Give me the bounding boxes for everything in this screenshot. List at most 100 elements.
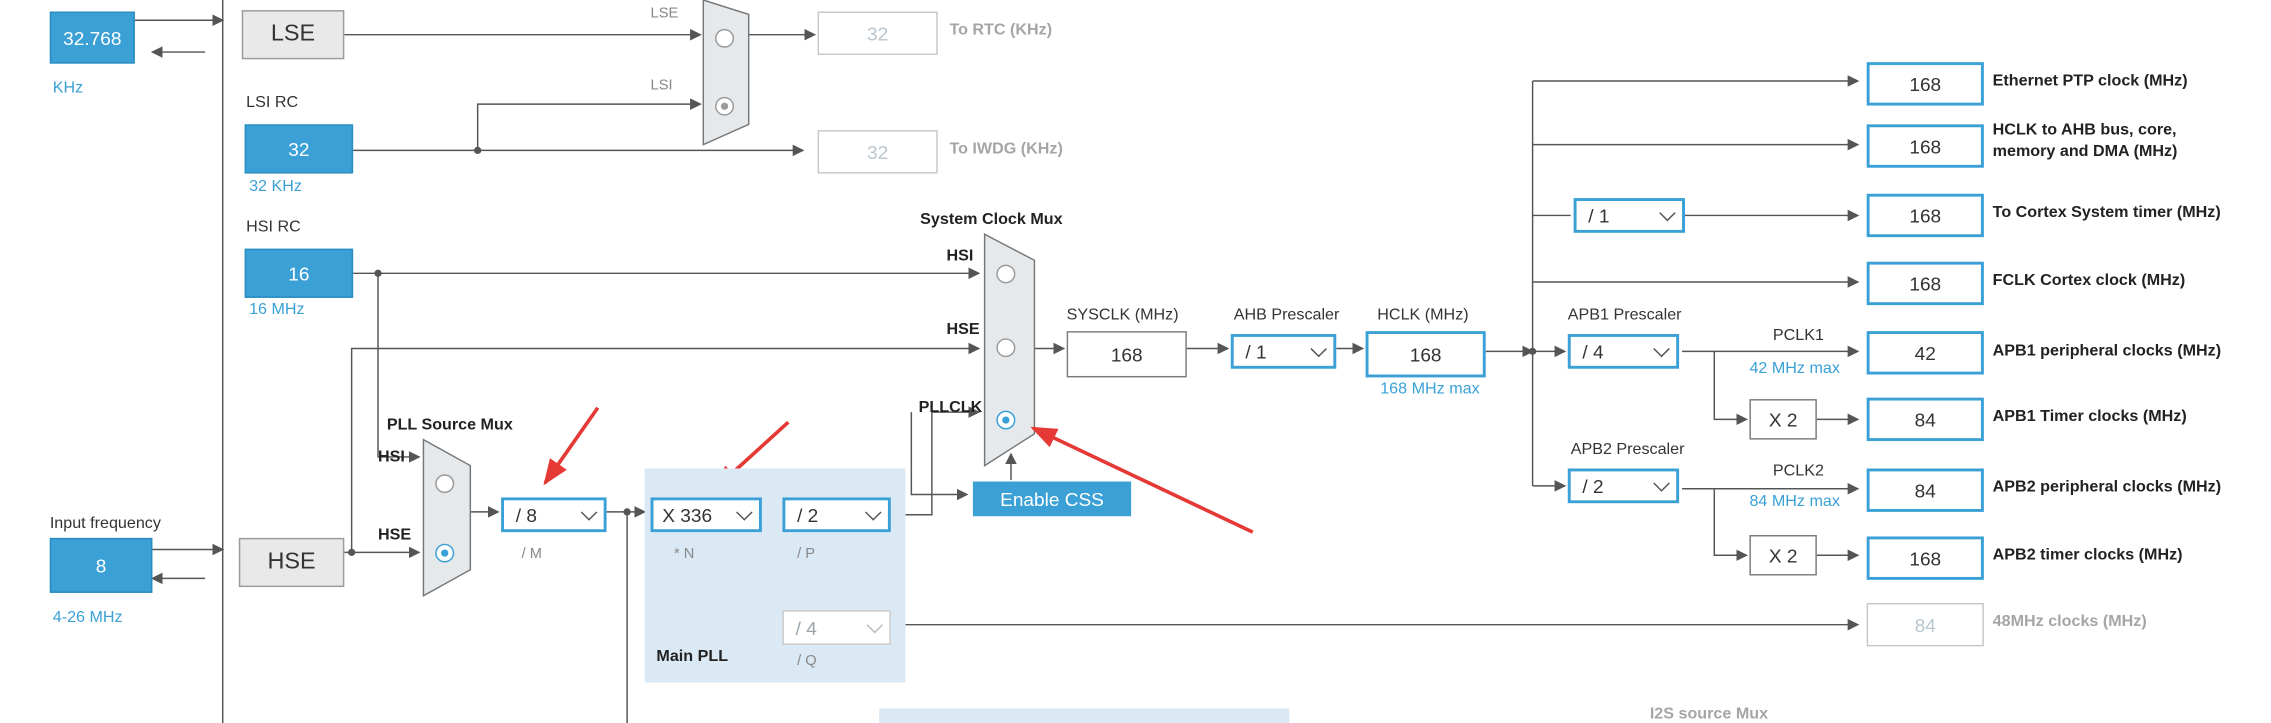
hclk-label: HCLK (MHz) bbox=[1377, 306, 1469, 324]
chevron-down-icon bbox=[1653, 475, 1670, 492]
output-48mhz-value: 84 bbox=[1866, 602, 1984, 647]
output-fclk-label: FCLK Cortex clock (MHz) bbox=[1992, 271, 2186, 290]
hsi-value: 16 bbox=[244, 248, 354, 298]
pllm-label: / M bbox=[521, 546, 542, 563]
pllp-label: / P bbox=[797, 546, 815, 563]
pll-source-mux-hsi-label: HSI bbox=[378, 448, 405, 466]
pllq-select-value: / 4 bbox=[795, 616, 817, 639]
pll-source-hse-radio[interactable] bbox=[435, 543, 455, 563]
plln-select[interactable]: X 336 bbox=[650, 497, 762, 533]
pclk2-label: PCLK2 bbox=[1772, 462, 1824, 481]
sysclk-label: SYSCLK (MHz) bbox=[1066, 306, 1179, 324]
output-hclk-label-line2: memory and DMA (MHz) bbox=[1992, 143, 2178, 161]
pclk1-label: PCLK1 bbox=[1772, 326, 1824, 345]
apb1-prescaler-select[interactable]: / 4 bbox=[1567, 334, 1680, 369]
output-fclk-value[interactable]: 168 bbox=[1866, 261, 1984, 306]
pllp-select-value: / 2 bbox=[797, 503, 819, 526]
lsi-title: LSI RC bbox=[246, 93, 299, 112]
chevron-down-icon bbox=[1310, 340, 1327, 358]
output-apb2-peripheral-value[interactable]: 84 bbox=[1866, 468, 1984, 512]
output-cortex-timer-value[interactable]: 168 bbox=[1866, 193, 1984, 238]
lse-block: LSE bbox=[241, 10, 345, 60]
apb2-timer-multiplier: X 2 bbox=[1749, 535, 1817, 576]
output-apb1-peripheral-value[interactable]: 42 bbox=[1866, 331, 1984, 375]
sys-mux-pll-radio[interactable] bbox=[996, 410, 1016, 430]
output-apb2-timer-value[interactable]: 168 bbox=[1866, 536, 1984, 580]
chevron-down-icon bbox=[864, 504, 882, 521]
output-ethernet-ptp-value[interactable]: 168 bbox=[1866, 62, 1984, 106]
chevron-down-icon bbox=[580, 504, 598, 521]
apb1-timer-multiplier: X 2 bbox=[1749, 399, 1817, 440]
output-hclk-value[interactable]: 168 bbox=[1866, 124, 1984, 168]
hclk-value[interactable]: 168 bbox=[1365, 331, 1486, 378]
pll-source-mux-title: PLL Source Mux bbox=[386, 416, 513, 434]
rtc-mux-lsi-radio[interactable] bbox=[715, 96, 735, 116]
output-48mhz-label: 48MHz clocks (MHz) bbox=[1992, 613, 2147, 631]
ahb-prescaler-label: AHB Prescaler bbox=[1233, 306, 1340, 324]
lse-input-value[interactable]: 32.768 bbox=[49, 11, 135, 64]
apb2-prescaler-value: / 2 bbox=[1582, 475, 1604, 497]
output-apb1-timer-label: APB1 Timer clocks (MHz) bbox=[1992, 407, 2187, 426]
i2s-source-mux-title: I2S source Mux bbox=[1649, 705, 1769, 723]
output-cortex-timer-label: To Cortex System timer (MHz) bbox=[1992, 203, 2221, 222]
iwdg-out-value: 32 bbox=[817, 130, 938, 174]
i2s-panel-edge bbox=[879, 708, 1290, 723]
rtc-mux-lse-radio[interactable] bbox=[715, 28, 735, 48]
pll-source-hsi-radio[interactable] bbox=[435, 474, 455, 494]
cortex-divider-value: / 1 bbox=[1588, 204, 1610, 227]
output-apb1-peripheral-label: APB1 peripheral clocks (MHz) bbox=[1992, 342, 2222, 361]
hsi-freq: 16 MHz bbox=[249, 300, 305, 319]
ahb-prescaler-value: / 1 bbox=[1245, 340, 1267, 363]
lsi-freq: 32 KHz bbox=[249, 177, 302, 196]
hsi-title: HSI RC bbox=[246, 218, 301, 236]
chevron-down-icon bbox=[1653, 340, 1670, 358]
iwdg-out-label: To IWDG (KHz) bbox=[949, 140, 1063, 158]
sys-mux-hse-radio[interactable] bbox=[996, 338, 1016, 358]
pll-source-mux-hse-label: HSE bbox=[378, 526, 412, 544]
pclk2-max: 84 MHz max bbox=[1749, 493, 1840, 511]
plln-label: * N bbox=[673, 546, 695, 563]
ahb-prescaler-select[interactable]: / 1 bbox=[1230, 334, 1337, 369]
sysclk-value: 168 bbox=[1066, 331, 1187, 378]
pclk1-max: 42 MHz max bbox=[1749, 360, 1840, 378]
apb1-prescaler-label: APB1 Prescaler bbox=[1567, 306, 1682, 324]
chevron-down-icon bbox=[1659, 204, 1676, 222]
enable-css-button[interactable]: Enable CSS bbox=[972, 481, 1132, 517]
pllq-select[interactable]: / 4 bbox=[782, 610, 891, 645]
sys-mux-hsi-radio[interactable] bbox=[996, 264, 1016, 284]
chevron-down-icon bbox=[736, 504, 753, 521]
cortex-timer-divider-select[interactable]: / 1 bbox=[1573, 198, 1685, 233]
pllm-select[interactable]: / 8 bbox=[501, 497, 607, 533]
output-apb2-peripheral-label: APB2 peripheral clocks (MHz) bbox=[1992, 478, 2222, 496]
hclk-max: 168 MHz max bbox=[1380, 380, 1480, 398]
lse-unit: KHz bbox=[52, 79, 84, 97]
sys-mux-pll-label: PLLCLK bbox=[918, 399, 983, 417]
sys-mux-hsi-label: HSI bbox=[946, 247, 974, 265]
pllm-select-value: / 8 bbox=[515, 503, 537, 526]
apb2-prescaler-select[interactable]: / 2 bbox=[1567, 468, 1680, 504]
output-apb1-timer-value[interactable]: 84 bbox=[1866, 397, 1984, 442]
hse-input-value[interactable]: 8 bbox=[49, 537, 153, 593]
hse-input-label: Input frequency bbox=[49, 514, 161, 533]
lsi-value: 32 bbox=[244, 124, 354, 174]
chevron-down-icon bbox=[866, 617, 884, 634]
main-pll-title: Main PLL bbox=[656, 647, 729, 666]
rtc-out-value: 32 bbox=[817, 11, 938, 55]
output-hclk-label: HCLK to AHB bus, core, bbox=[1992, 121, 2177, 139]
apb2-prescaler-label: APB2 Prescaler bbox=[1570, 441, 1685, 459]
hse-block: HSE bbox=[238, 537, 345, 588]
hse-range: 4-26 MHz bbox=[52, 608, 123, 627]
pllp-select[interactable]: / 2 bbox=[782, 497, 891, 533]
rtc-mux-lsi-label: LSI bbox=[650, 78, 673, 94]
plln-select-value: X 336 bbox=[662, 503, 713, 526]
pllq-label: / Q bbox=[797, 653, 817, 670]
apb1-prescaler-value: / 4 bbox=[1582, 340, 1604, 363]
rtc-mux-lse-label: LSE bbox=[650, 5, 679, 22]
system-clock-mux-title: System Clock Mux bbox=[920, 211, 1063, 229]
output-ethernet-ptp-label: Ethernet PTP clock (MHz) bbox=[1992, 72, 2188, 90]
output-apb2-timer-label: APB2 timer clocks (MHz) bbox=[1992, 546, 2183, 564]
rtc-out-label: To RTC (KHz) bbox=[949, 21, 1053, 40]
sys-mux-hse-label: HSE bbox=[946, 321, 980, 339]
